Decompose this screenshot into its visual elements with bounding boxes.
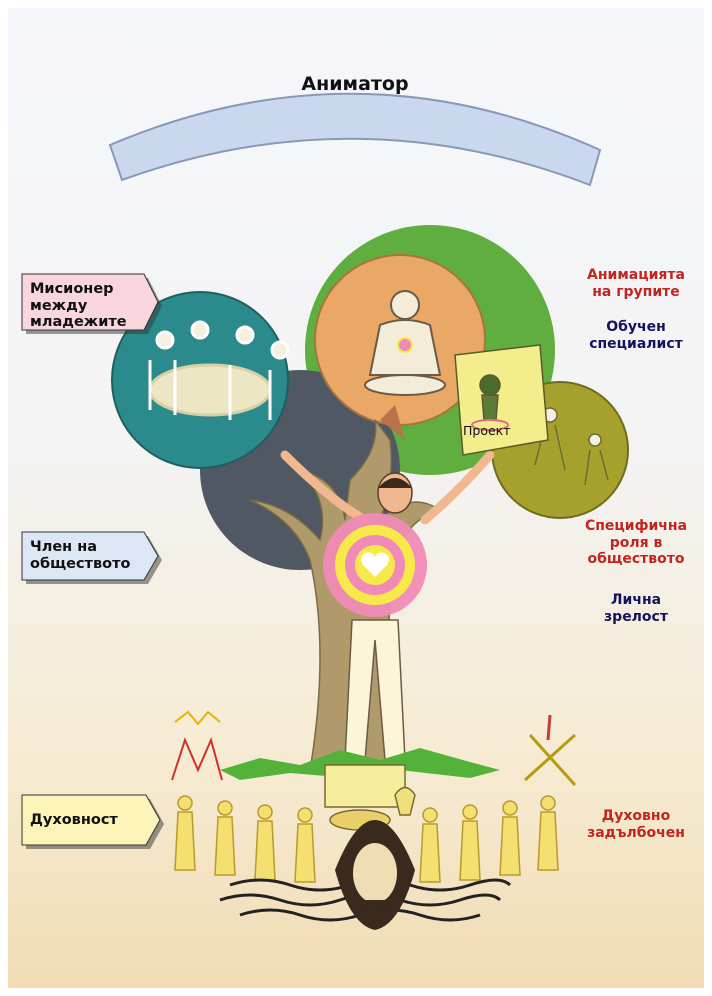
altar (324, 764, 416, 831)
heart-icon (361, 552, 389, 577)
specific-role-line-2: роля в (609, 534, 663, 551)
label-spirituality: Духовност (20, 793, 170, 855)
branch-top (380, 405, 405, 440)
title: Аниматор (301, 73, 409, 95)
specific-role-line-3: обществото (587, 551, 685, 568)
label-missionary: Мисионер между младежите (20, 272, 168, 340)
personal-maturity-line-1: Лична (610, 592, 662, 608)
right-label-spiritually-deep: Духовно задълбочен (574, 808, 698, 841)
label-missionary-line-3: младежите (30, 314, 127, 331)
spiritually-deep-line-1: Духовно (601, 808, 671, 824)
right-label-specific-role: Специфична роля в обществото (567, 518, 705, 568)
central-person (280, 450, 495, 761)
papal-keys-icon (523, 714, 577, 787)
label-society-line-1: Член на (30, 539, 98, 556)
right-label-personal-maturity: Лична зрелост (586, 592, 686, 625)
trained-specialist-line-1: Обучен (606, 319, 666, 335)
label-society-member: Член на обществото (20, 530, 168, 590)
group-meeting-figures (148, 320, 290, 420)
right-label-group-animation: Анимацията на групите (572, 267, 700, 300)
label-spirituality-line-1: Духовност (30, 811, 118, 828)
spiritually-deep-line-2: задълбочен (587, 824, 685, 841)
label-missionary-line-1: Мисионер (30, 280, 114, 297)
specific-role-line-1: Специфична (584, 518, 688, 534)
marian-monogram-icon (171, 710, 223, 781)
project-book (454, 344, 549, 456)
label-society-line-2: обществото (30, 556, 131, 572)
grass (220, 748, 500, 780)
group-animation-line-1: Анимацията (587, 267, 685, 283)
trained-specialist-line-2: специалист (589, 335, 683, 352)
book-label: Проект (463, 423, 511, 438)
right-label-trained-specialist: Обучен специалист (578, 319, 694, 352)
christ-face-icon (335, 820, 415, 930)
title-arc (108, 92, 602, 187)
group-animation-line-2: на групите (592, 283, 680, 300)
target-small-1 (397, 337, 413, 353)
personal-maturity-line-2: зрелост (604, 608, 668, 625)
label-missionary-line-2: между (30, 297, 88, 314)
